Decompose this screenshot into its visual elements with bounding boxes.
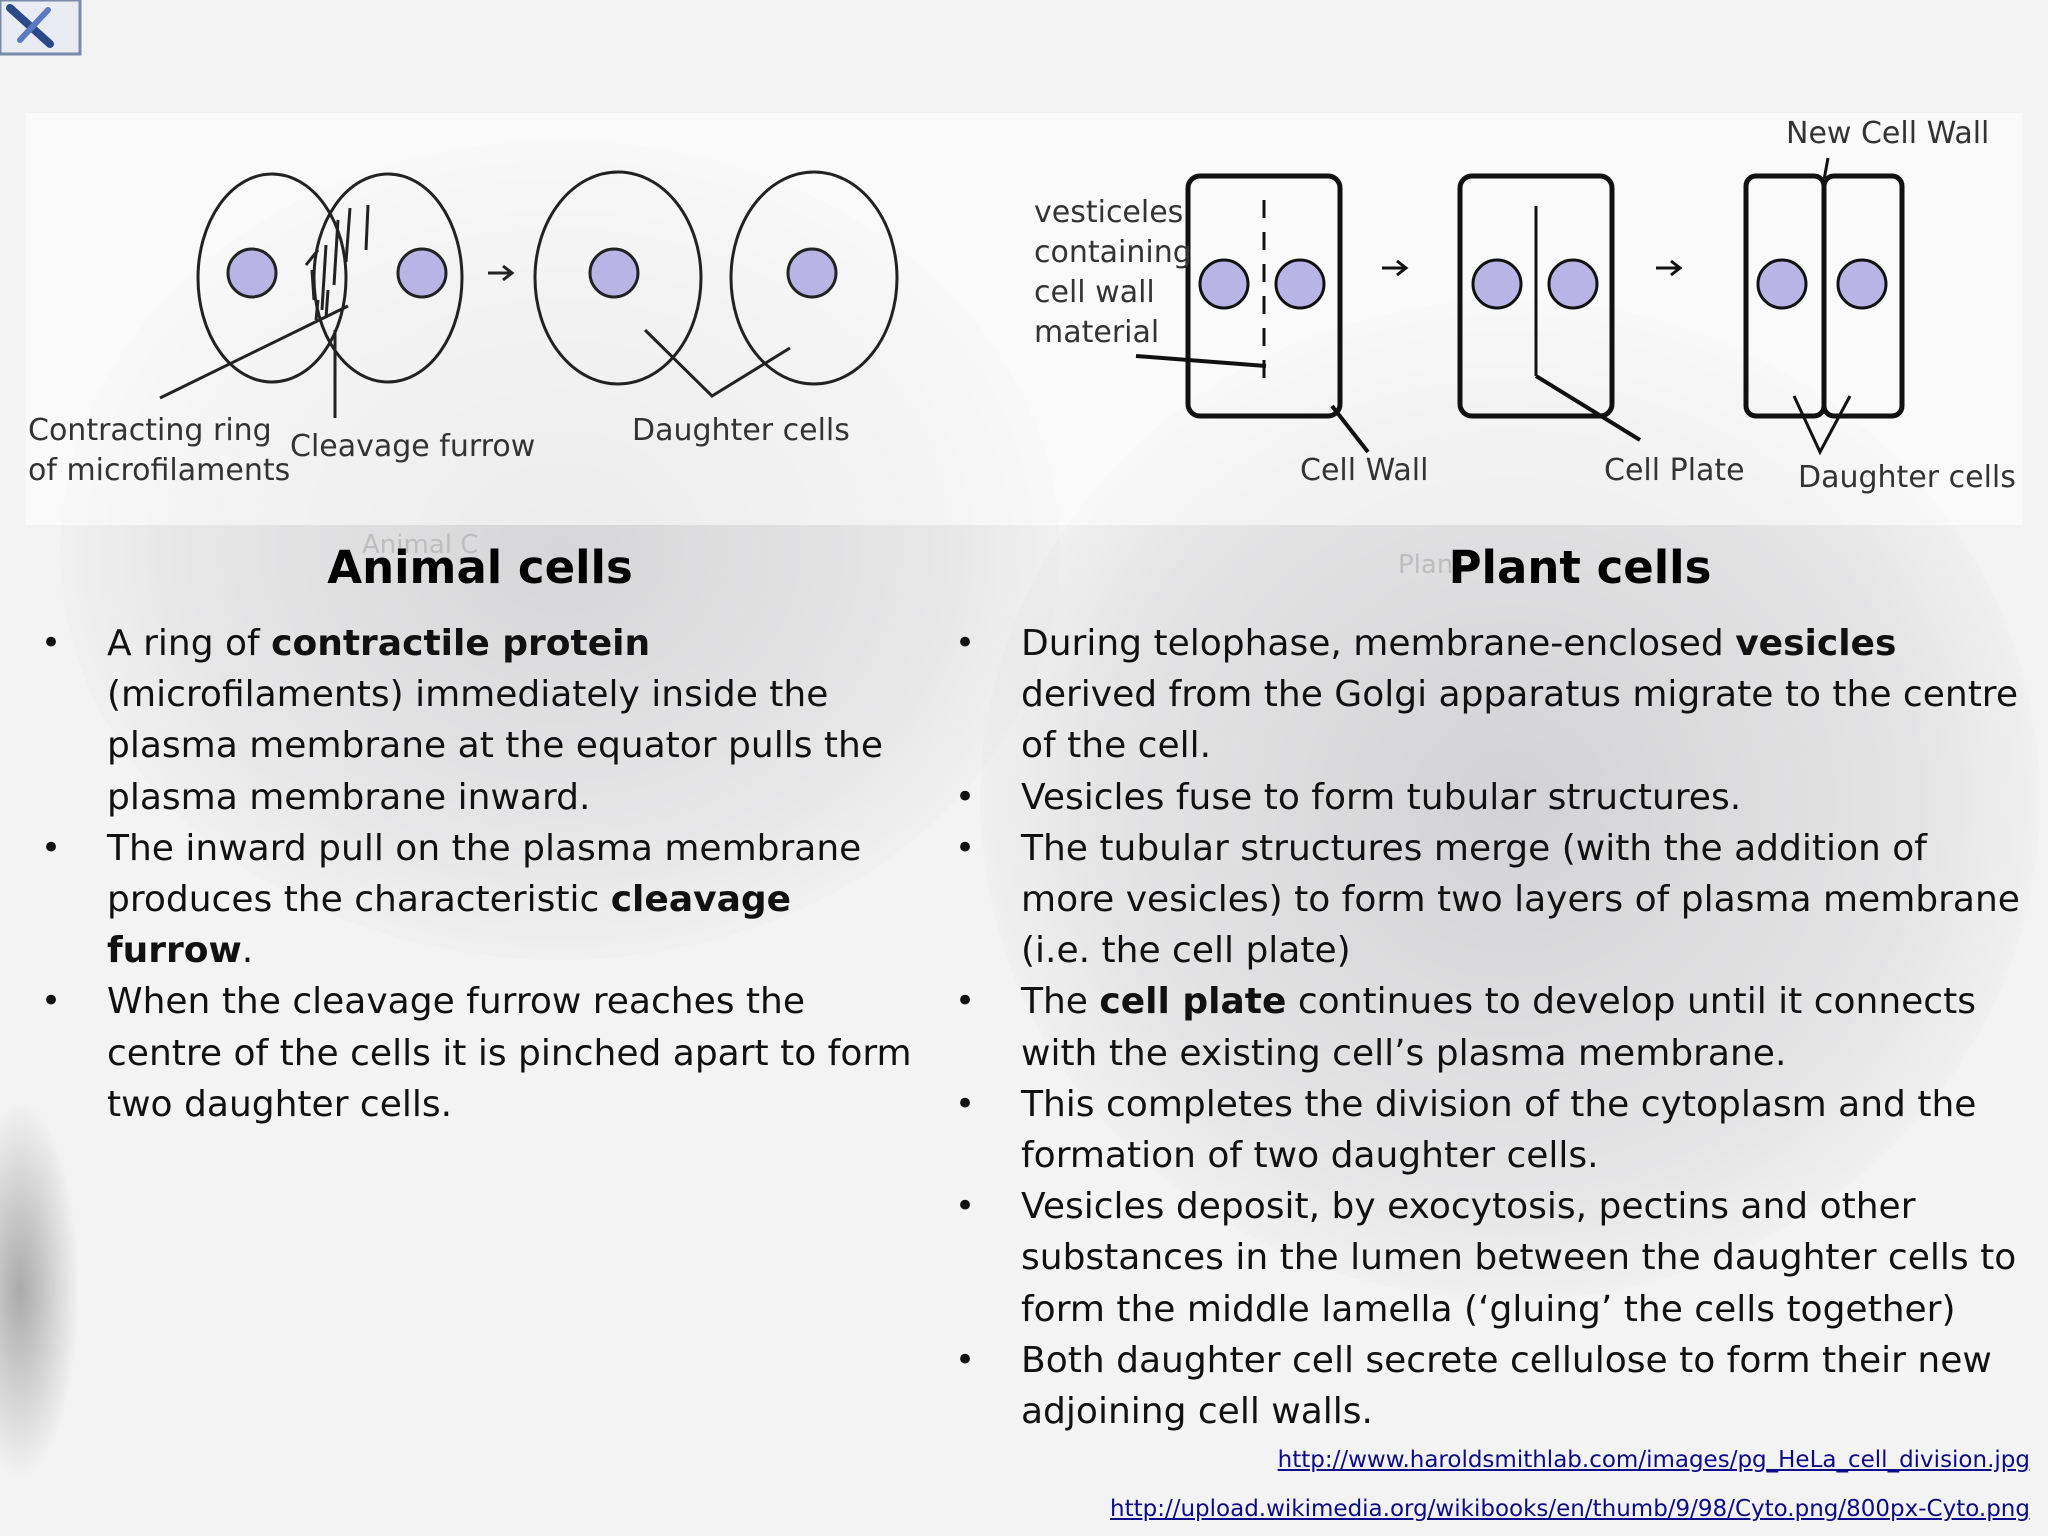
- bullet-text: The inward pull on the plasma membrane p…: [107, 827, 862, 921]
- plant-cell-wall-2: [1457, 173, 1615, 419]
- bullet-dot: •: [955, 776, 976, 817]
- bullet-text: The tubular structures merge (with the a…: [1021, 827, 2020, 972]
- nucleus: [1471, 258, 1523, 310]
- bold-term: contractile protein: [271, 623, 651, 664]
- bullet-text: A ring of: [107, 623, 272, 664]
- label-cell-plate: Cell Plate: [1604, 453, 1745, 488]
- animal-cells-heading: Animal cells: [327, 541, 633, 594]
- label-vesicles-line2: containing: [1034, 235, 1192, 270]
- microfilament-marks: [304, 204, 370, 321]
- bullet-dot: •: [955, 1083, 976, 1124]
- label-vesicles-line3: cell wall: [1034, 275, 1155, 310]
- bullet-text: Both daughter cell secrete cellulose to …: [1021, 1339, 1992, 1433]
- list-item: • The cell plate continues to develop unt…: [955, 976, 2023, 1078]
- list-item: • Vesicles deposit, by exocytosis, pectin…: [955, 1181, 2023, 1335]
- list-item: • Both daughter cell secrete cellulose to…: [955, 1335, 2023, 1437]
- bullet-text: Vesicles deposit, by exocytosis, pectins…: [1021, 1186, 2017, 1330]
- nucleus: [588, 247, 640, 299]
- plant-diagram: [1135, 157, 1905, 456]
- daughter-cell-right: [1821, 173, 1905, 419]
- list-item: • The inward pull on the plasma membrane …: [41, 823, 913, 977]
- new-cell-wall-pointer-line: [1822, 157, 1830, 181]
- list-item: • Vesicles fuse to form tubular structure…: [955, 772, 2023, 823]
- daughter-pointer-lines: [643, 328, 791, 398]
- list-item: • During telophase, membrane-enclosed ves…: [955, 618, 2023, 772]
- cell-wall-pointer-line: [1330, 404, 1370, 454]
- arrow-line: [1656, 259, 1683, 277]
- vesicle-pointer-line: [1135, 354, 1267, 368]
- bullet-dot: •: [955, 623, 976, 663]
- bullet-text: During telophase, membrane-enclosed: [1021, 623, 1736, 664]
- label-daughter-cells-plant: Daughter cells: [1798, 460, 2016, 495]
- background-dark-edge-left: [0, 1100, 80, 1480]
- label-ring-line1: Contracting ring: [28, 413, 272, 448]
- list-item: • The tubular structures merge (with the …: [955, 823, 2023, 977]
- dividing-cell-left-half: [196, 172, 348, 384]
- ring-pointer-line: [159, 304, 349, 400]
- plant-cell-wall-1: [1185, 173, 1343, 419]
- ghost-label-plant: Plant: [1398, 550, 1464, 580]
- daughter-cell: [533, 170, 703, 386]
- bullet-text: derived from the Golgi apparatus migrate…: [1021, 674, 2018, 767]
- list-item: • This completes the division of the cyto…: [955, 1079, 2023, 1181]
- source-link-hela[interactable]: http://www.haroldsmithlab.com/images/pg_…: [1277, 1447, 2030, 1473]
- bullet-dot: •: [41, 981, 62, 1022]
- nucleus: [1274, 258, 1326, 310]
- nucleus: [1547, 258, 1599, 310]
- list-item: • A ring of contractile protein (microfil…: [41, 618, 913, 823]
- animal-diagram-labels: Contracting ring of microfilaments Cleav…: [28, 413, 850, 488]
- bullet-text: When the cleavage furrow reaches the cen…: [107, 981, 912, 1125]
- bold-term: vesicles: [1735, 623, 1897, 664]
- cell-plate-pointer-line: [1534, 374, 1642, 442]
- source-link-wikibooks[interactable]: http://upload.wikimedia.org/wikibooks/en…: [1110, 1496, 2030, 1522]
- bullet-text: continues to develop until it connects w…: [1021, 981, 1976, 1074]
- daughter-cell: [729, 170, 899, 386]
- label-cell-wall: Cell Wall: [1300, 453, 1428, 488]
- plant-cells-heading: Plant cells: [1448, 541, 1712, 594]
- nucleus: [226, 247, 278, 299]
- bullet-dot: •: [955, 981, 976, 1022]
- nucleus: [786, 247, 838, 299]
- bullet-dot: •: [955, 1186, 976, 1227]
- cytokinesis-diagram: Contracting ring of microfilaments Cleav…: [28, 116, 2016, 495]
- bullet-dot: •: [41, 827, 62, 868]
- plant-diagram-labels: vesticeles containing cell wall material…: [1034, 116, 2016, 495]
- label-cleavage-furrow: Cleavage furrow: [290, 429, 535, 464]
- bullet-dot: •: [955, 827, 976, 868]
- nucleus: [1756, 258, 1808, 310]
- arrow-line: [488, 264, 515, 282]
- label-vesicles-line1: vesticeles: [1034, 195, 1183, 230]
- plant-cells-list: • During telophase, membrane-enclosed ves…: [955, 618, 2023, 1437]
- list-item: • When the cleavage furrow reaches the ce…: [41, 976, 913, 1130]
- label-new-cell-wall: New Cell Wall: [1786, 116, 1989, 151]
- label-ring-line2: of microfilaments: [28, 453, 290, 488]
- bullet-text: .: [241, 930, 254, 972]
- daughter-pointer-lines-plant: [1792, 395, 1852, 456]
- bullet-text: This completes the division of the cytop…: [1021, 1083, 1977, 1177]
- bullet-dot: •: [41, 623, 62, 663]
- bold-term: cleavage furrow: [107, 879, 792, 972]
- label-daughter-cells-animal: Daughter cells: [632, 413, 850, 448]
- bullet-text: (microfilaments) immediately inside the …: [107, 674, 884, 818]
- bullet-text: The: [1021, 981, 1100, 1023]
- bullet-text: Vesicles fuse to form tubular structures…: [1021, 776, 1742, 818]
- nucleus: [396, 247, 448, 299]
- nucleus: [1198, 258, 1250, 310]
- arrow-line: [1382, 259, 1409, 277]
- label-vesicles-line4: material: [1034, 315, 1159, 350]
- animal-cells-list: • A ring of contractile protein (microfil…: [41, 618, 913, 1130]
- nucleus: [1836, 258, 1888, 310]
- tools-icon: [0, 0, 82, 56]
- bullet-dot: •: [955, 1339, 976, 1380]
- animal-diagram: [159, 170, 899, 418]
- ghost-label-animal: Animal C: [362, 530, 479, 560]
- bold-term: cell plate: [1099, 981, 1287, 1023]
